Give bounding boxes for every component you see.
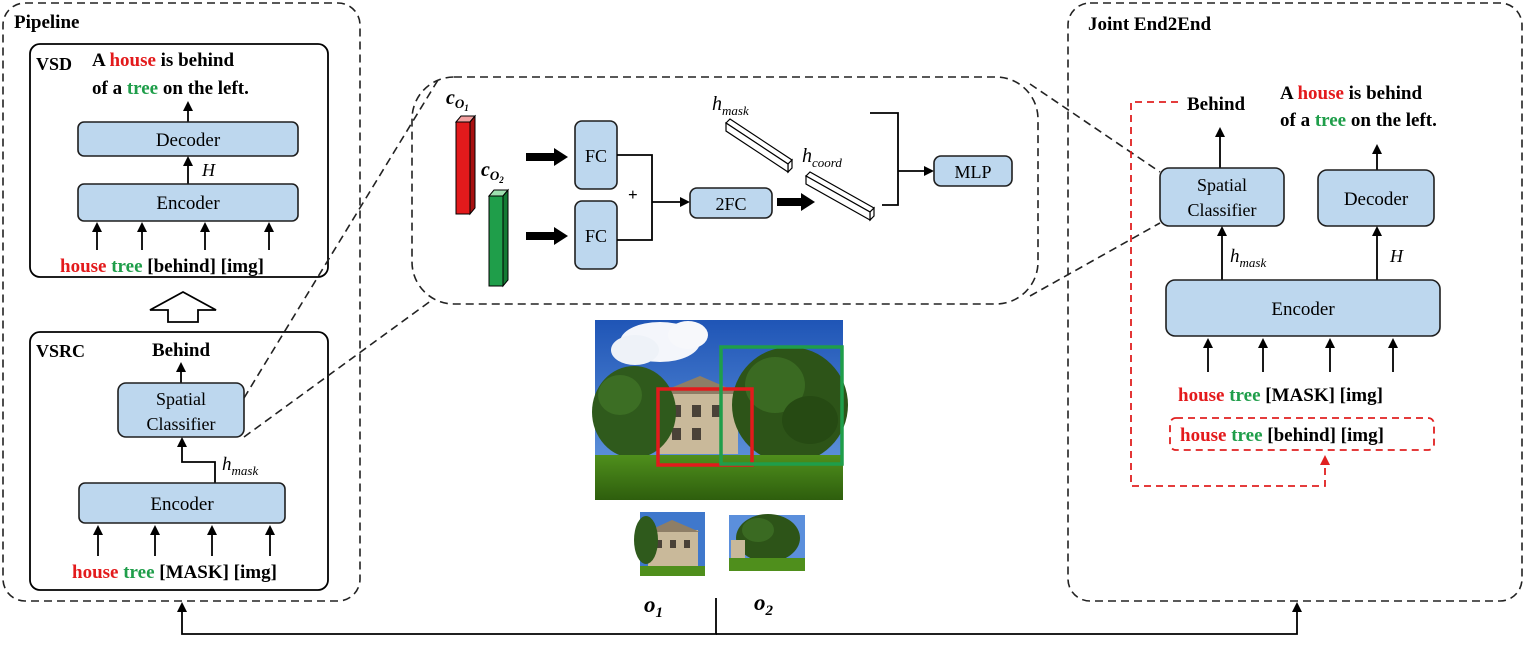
feed-to-joint-arrow: [716, 602, 1302, 635]
zoom-line-upper-left: [243, 79, 439, 399]
o1-bounding-box: [656, 387, 754, 467]
o2-bounding-box: [719, 345, 844, 466]
feed-to-pipeline-arrow: [177, 598, 717, 635]
vsd-input-arrows: [92, 222, 274, 250]
joint-hmask-label: hmask: [1230, 246, 1266, 270]
c-o1-label: cO1: [446, 87, 469, 113]
vsrc-label: VSRC: [36, 341, 85, 361]
pipeline-frame: [2, 2, 361, 602]
o2-crop-image: [729, 514, 805, 571]
scene-photo: [592, 320, 848, 500]
vsrc-input-arrows: [93, 525, 275, 556]
fc2-label: FC: [585, 226, 607, 246]
vsrc-encoder-block: [78, 482, 286, 524]
vsrc-panel: [29, 331, 329, 591]
joint-decoder-label: Decoder: [1344, 189, 1409, 210]
o1-crop-image: [634, 512, 705, 576]
vsrc-input-tokens: house tree [MASK] [img]: [72, 562, 277, 583]
vsrc-classifier-line1: Spatial: [156, 389, 206, 409]
h-mask-vector: [725, 118, 793, 174]
fc2-block: [574, 200, 618, 270]
vsd-label: VSD: [36, 54, 72, 74]
fc1-label: FC: [585, 146, 607, 166]
vsrc-output: Behind: [152, 340, 211, 361]
vsd-hidden-label: H: [201, 160, 216, 180]
vsrc-encoder-label: Encoder: [150, 494, 214, 515]
thick-arrow-to-fc1: [526, 148, 568, 166]
pipeline-title: Pipeline: [14, 12, 79, 33]
h-coord-label: hcoord: [802, 145, 842, 170]
vsd-output-line2: of a tree on the left.: [92, 78, 249, 99]
joint-frame: [1067, 2, 1523, 602]
vsd-input-tokens: house tree [behind] [img]: [60, 256, 264, 277]
fc-merge-bracket: [617, 154, 653, 241]
joint-title: Joint End2End: [1088, 14, 1211, 35]
plus-sign: +: [628, 185, 638, 204]
joint-output-line2: of a tree on the left.: [1280, 110, 1437, 131]
o2-label: o2: [754, 590, 774, 619]
c-o2-feature-bar: [487, 188, 510, 288]
thick-arrow-to-hcoord: [777, 193, 815, 211]
concat-bracket: [870, 112, 899, 206]
joint-input-arrows: [1203, 338, 1398, 372]
vsrc-classifier-line2: Classifier: [147, 414, 216, 434]
vsrc-hmask-label: hmask: [222, 454, 258, 478]
joint-input-tokens: house tree [MASK] [img]: [1178, 385, 1383, 406]
zoom-line-lower-left: [243, 299, 433, 438]
joint-target-tokens: house tree [behind] [img]: [1180, 425, 1384, 446]
classifier-detail-frame: [411, 76, 1039, 305]
c-o1-feature-bar: [454, 114, 477, 216]
thick-arrow-to-fc2: [526, 227, 568, 245]
vsd-encoder-label: Encoder: [156, 193, 220, 214]
joint-classifier-line2: Classifier: [1188, 200, 1257, 220]
two-fc-label: 2FC: [715, 194, 746, 214]
joint-spatial-output: Behind: [1187, 94, 1246, 115]
joint-target-box: [1169, 417, 1435, 451]
joint-encoder-label: Encoder: [1271, 299, 1335, 320]
zoom-line-upper-right: [1029, 83, 1161, 173]
mlp-block: [933, 155, 1013, 187]
o1-label: o1: [644, 592, 663, 621]
pipeline-hollow-up-arrow: [149, 290, 217, 323]
h-mask-label: hmask: [712, 93, 749, 118]
joint-output-line1: A house is behind: [1280, 83, 1422, 104]
vsd-output-line1: A house is behind: [92, 50, 234, 71]
vsd-encoder-block: [77, 183, 299, 222]
zoom-line-lower-right: [1029, 222, 1161, 297]
mlp-label: MLP: [954, 162, 991, 182]
joint-classifier-line1: Spatial: [1197, 175, 1247, 195]
c-o2-label: cO2: [481, 159, 504, 185]
vsd-panel: [29, 43, 329, 278]
two-fc-block: [689, 187, 773, 219]
joint-encoder-block: [1165, 279, 1441, 337]
vsd-decoder-label: Decoder: [156, 130, 221, 151]
h-coord-vector: [805, 171, 875, 222]
joint-hidden-label: H: [1389, 246, 1404, 266]
vsrc-hmask-arrow: [177, 437, 216, 483]
